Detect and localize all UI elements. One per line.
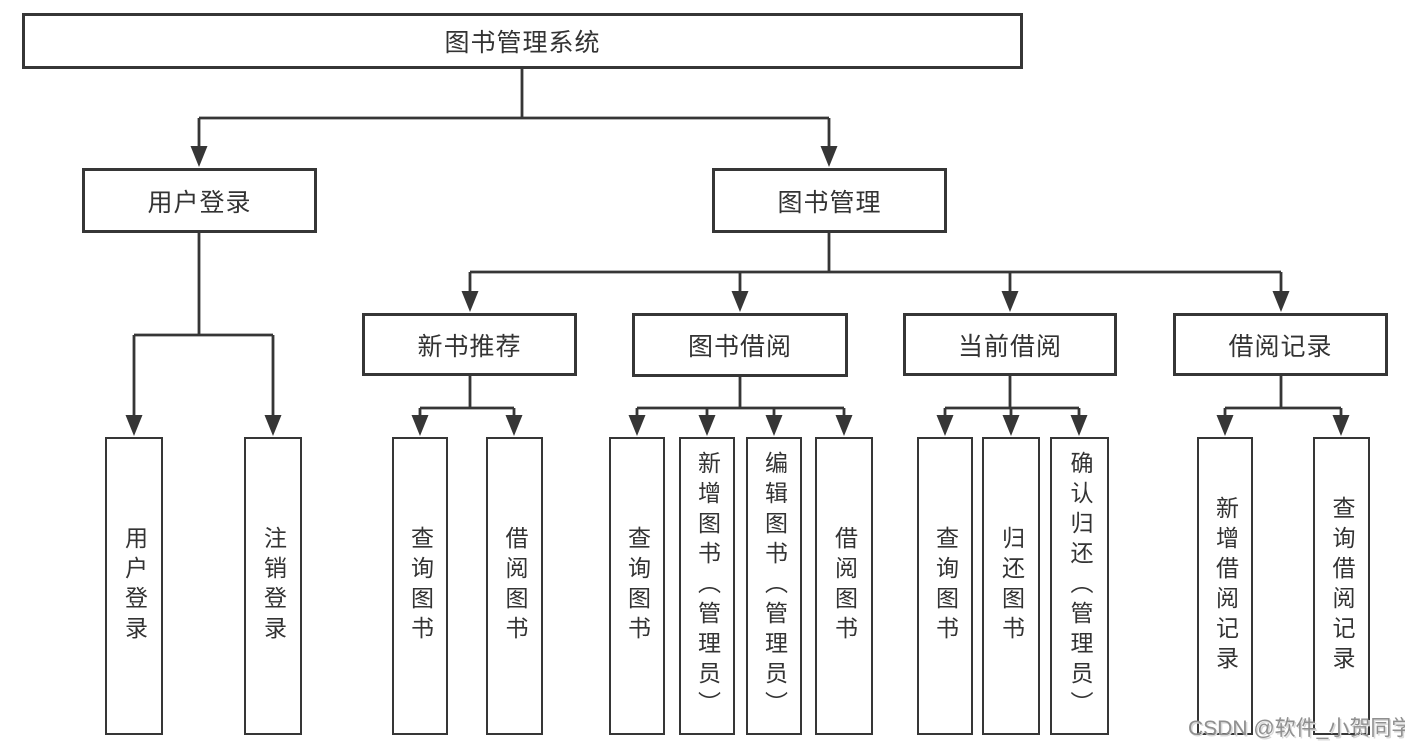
node-borrow-records: 借阅记录 [1173, 313, 1388, 376]
leaf-newbook-query: 查询图书 [392, 437, 448, 735]
node-root-label: 图书管理系统 [444, 29, 601, 57]
leaf-newbook-borrow: 借阅图书 [486, 437, 543, 735]
leaf-current-query-label: 查询图书 [932, 526, 959, 646]
leaf-record-add: 新增借阅记录 [1197, 437, 1253, 735]
node-book-borrow: 图书借阅 [632, 313, 848, 377]
leaf-borrow-add-label: 新增图书（管理员） [694, 451, 721, 721]
leaf-record-query-label: 查询借阅记录 [1329, 496, 1355, 676]
node-book-borrow-label: 图书借阅 [687, 333, 792, 361]
node-current-borrow-label: 当前借阅 [957, 332, 1062, 361]
leaf-borrow-edit: 编辑图书（管理员） [746, 437, 802, 735]
node-new-book-recommend-label: 新书推荐 [417, 332, 522, 361]
leaf-user-login-label: 用户登录 [121, 526, 148, 646]
node-user-login-label: 用户登录 [147, 188, 252, 217]
leaf-logout: 注销登录 [244, 437, 302, 735]
leaf-current-return: 归还图书 [982, 437, 1040, 735]
leaf-borrow-query-label: 查询图书 [624, 526, 651, 646]
leaf-newbook-borrow-label: 借阅图书 [502, 526, 528, 646]
leaf-user-login: 用户登录 [105, 437, 163, 735]
leaf-borrow-borrow-label: 借阅图书 [831, 526, 858, 646]
node-root: 图书管理系统 [22, 13, 1023, 69]
node-borrow-records-label: 借阅记录 [1228, 332, 1333, 361]
leaf-record-add-label: 新增借阅记录 [1212, 496, 1239, 676]
leaf-borrow-edit-label: 编辑图书（管理员） [761, 451, 788, 721]
node-current-borrow: 当前借阅 [903, 313, 1117, 376]
node-book-management-label: 图书管理 [777, 188, 882, 217]
leaf-current-query: 查询图书 [917, 437, 973, 735]
leaf-logout-label: 注销登录 [260, 526, 287, 646]
leaf-current-confirm-label: 确认归还（管理员） [1067, 451, 1093, 721]
leaf-record-query: 查询借阅记录 [1313, 437, 1370, 735]
leaf-borrow-query: 查询图书 [609, 437, 665, 735]
leaf-newbook-query-label: 查询图书 [407, 526, 434, 646]
csdn-watermark: CSDN @软件_小贺同学 [1188, 717, 1405, 740]
node-new-book-recommend: 新书推荐 [362, 313, 577, 376]
node-user-login: 用户登录 [82, 168, 317, 233]
leaf-current-return-label: 归还图书 [998, 526, 1025, 646]
leaf-borrow-borrow: 借阅图书 [815, 437, 873, 735]
leaf-borrow-add: 新增图书（管理员） [679, 437, 735, 735]
node-book-management: 图书管理 [712, 168, 947, 233]
leaf-current-confirm: 确认归还（管理员） [1050, 437, 1109, 735]
